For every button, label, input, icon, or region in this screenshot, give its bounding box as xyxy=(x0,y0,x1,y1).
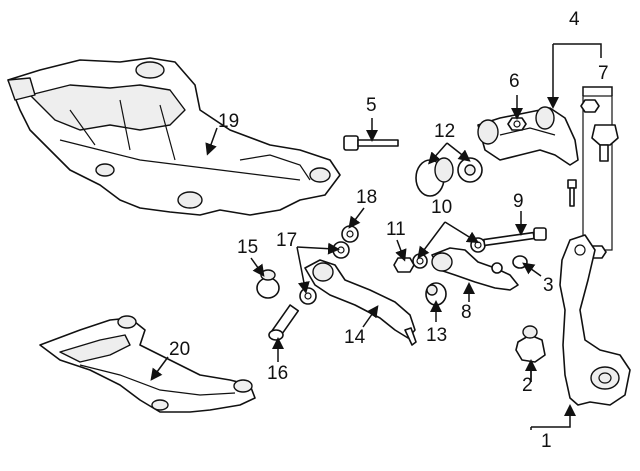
callout-8: 8 xyxy=(461,302,472,323)
callout-14: 14 xyxy=(344,327,366,348)
ball-joint-kit-illustration xyxy=(567,95,619,259)
callout-18: 18 xyxy=(356,187,378,208)
callout-5: 5 xyxy=(366,95,377,116)
nut-6-illustration xyxy=(507,117,527,131)
front-subframe-illustration xyxy=(7,57,341,216)
callout-12: 12 xyxy=(434,121,456,142)
callout-3: 3 xyxy=(543,275,554,296)
callout-15: 15 xyxy=(237,237,259,258)
callout-20: 20 xyxy=(169,339,191,360)
steering-knuckle-illustration xyxy=(559,234,631,406)
callout-9: 9 xyxy=(513,191,524,212)
callout-17: 17 xyxy=(276,230,298,251)
callout-2: 2 xyxy=(522,375,533,396)
leader-lines xyxy=(150,43,613,430)
bolt-5-illustration xyxy=(343,135,399,151)
callout-1: 1 xyxy=(541,431,552,452)
nut-18-illustration xyxy=(341,225,359,243)
callout-4: 4 xyxy=(569,9,580,30)
callout-11: 11 xyxy=(386,219,406,240)
callout-19: 19 xyxy=(218,111,240,132)
crossmember-illustration xyxy=(39,315,256,413)
bushing-13-illustration xyxy=(425,282,447,306)
ball-joint-2-illustration xyxy=(515,325,546,363)
callout-6: 6 xyxy=(509,71,520,92)
bushing-15-illustration xyxy=(256,269,280,299)
bolt-9-illustration xyxy=(483,227,547,247)
callout-10: 10 xyxy=(431,197,453,218)
callout-13: 13 xyxy=(426,325,448,346)
callout-16: 16 xyxy=(267,363,289,384)
bushings-12-illustration xyxy=(415,157,483,197)
lower-control-arm-illustration xyxy=(304,259,417,346)
callout-7: 7 xyxy=(598,63,609,84)
bushing-3-illustration xyxy=(512,255,528,269)
nut-11-illustration xyxy=(393,257,415,273)
upper-control-arm-illustration xyxy=(477,106,579,166)
bolt-16-illustration xyxy=(268,304,300,341)
lower-arm-8-illustration xyxy=(431,247,519,291)
